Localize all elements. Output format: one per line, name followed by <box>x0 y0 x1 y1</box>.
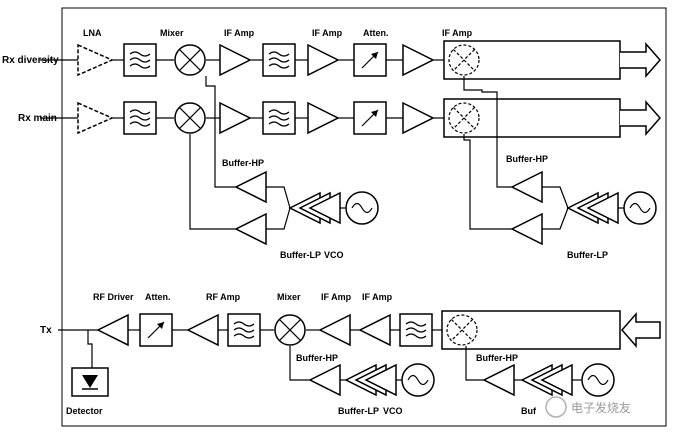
rx-lo-network <box>189 76 379 246</box>
if-amplifier <box>402 43 435 77</box>
tx-label: Tx <box>40 325 52 336</box>
if-filter <box>262 101 296 135</box>
mixer <box>174 102 206 134</box>
buffer-hp-label: Buffer-HP <box>506 154 548 164</box>
if-amp-label: IF Amp <box>321 292 352 302</box>
rx-lo-network-right <box>463 76 657 246</box>
watermark: 电子发烧友 <box>545 396 631 418</box>
mixer-label: Mixer <box>160 28 184 38</box>
rf-amplifier <box>186 313 219 347</box>
buffer-lp-amplifier <box>510 212 543 246</box>
rx-diversity-label: Rx diversity <box>2 55 59 66</box>
if-filter <box>399 313 433 347</box>
if-amplifier <box>219 101 252 135</box>
if-amp-label: IF Amp <box>442 28 473 38</box>
output-arrow <box>620 100 661 136</box>
buffer-hp-label: Buffer-HP <box>296 353 338 363</box>
rx-main-label: Rx main <box>18 113 57 124</box>
vco-buffer-stack <box>289 192 341 224</box>
rf-driver-amplifier <box>96 313 129 347</box>
bandpass-filter <box>123 101 157 135</box>
lna-label: LNA <box>83 28 102 38</box>
output-arrow <box>620 42 661 78</box>
buffer-hp-label: Buffer-HP <box>222 158 264 168</box>
buffer-lp-label: Buffer-LP <box>280 250 321 260</box>
if-amp-label: IF Amp <box>312 28 343 38</box>
buffer-hp-label: Buffer-HP <box>476 353 518 363</box>
if-amp-label: IF Amp <box>362 292 393 302</box>
vco-oscillator-icon <box>345 191 379 225</box>
atten-label: Atten. <box>145 292 171 302</box>
outer-frame <box>61 7 667 427</box>
attenuator <box>353 43 387 77</box>
tx-lo-network <box>289 346 615 397</box>
baseband-block <box>441 310 621 350</box>
if-amp-label: IF Amp <box>224 28 255 38</box>
rf-amp-label: RF Amp <box>206 292 241 302</box>
rf-driver-label: RF Driver <box>93 292 134 302</box>
mixer <box>174 44 206 76</box>
vco-oscillator-icon <box>581 363 615 397</box>
vco-oscillator-icon <box>623 191 657 225</box>
lna-amplifier <box>77 101 114 135</box>
watermark-text: 电子发烧友 <box>571 400 631 415</box>
atten-label: Atten. <box>363 28 389 38</box>
buffer-lp-amplifier <box>234 212 267 246</box>
vco-label: VCO <box>324 250 344 260</box>
attenuator <box>353 101 387 135</box>
mixer <box>274 314 306 346</box>
buffer-lp-label: Buffer-LP <box>338 406 379 416</box>
lna-amplifier <box>77 43 114 77</box>
if-amplifier <box>219 43 252 77</box>
if-amplifier <box>318 313 351 347</box>
buffer-hp-amplifier <box>308 363 341 397</box>
mixer-label: Mixer <box>277 292 301 302</box>
if-amplifier <box>402 101 435 135</box>
rx-diversity-chain <box>40 40 661 80</box>
partial-buffer-label: Buf <box>521 406 537 416</box>
vco-buffer-stack <box>567 192 619 224</box>
rx-main-chain <box>40 98 661 138</box>
tx-chain <box>58 310 661 397</box>
if-amplifier <box>358 313 391 347</box>
buffer-hp-amplifier <box>510 170 543 204</box>
buffer-lp-label: Buffer-LP <box>567 250 608 260</box>
if-amplifier <box>307 43 340 77</box>
if-filter <box>262 43 296 77</box>
vco-oscillator-icon <box>401 363 435 397</box>
bandpass-filter <box>123 43 157 77</box>
if-amplifier <box>307 101 340 135</box>
baseband-block <box>443 98 621 138</box>
tx-filter <box>227 313 261 347</box>
vco-label: VCO <box>383 406 403 416</box>
attenuator <box>139 313 173 347</box>
detector-label: Detector <box>66 406 103 416</box>
input-arrow <box>621 312 661 348</box>
vco-buffer-stack <box>521 364 573 396</box>
buffer-hp-amplifier <box>234 170 267 204</box>
vco-buffer-stack <box>345 364 397 396</box>
buffer-hp-amplifier <box>482 363 515 397</box>
